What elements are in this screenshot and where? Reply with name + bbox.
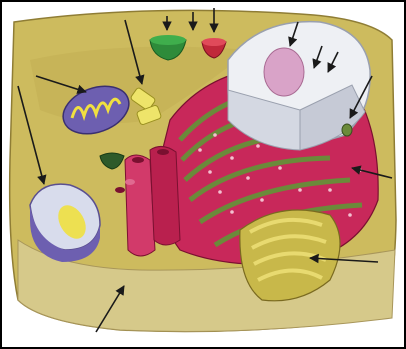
- vesicle-red-rim: [202, 38, 226, 46]
- er-vesicle-icon: [342, 124, 352, 136]
- nucleolus-icon: [264, 48, 304, 96]
- vesicle-rim: [150, 35, 186, 45]
- lysosome-icon: [30, 184, 100, 262]
